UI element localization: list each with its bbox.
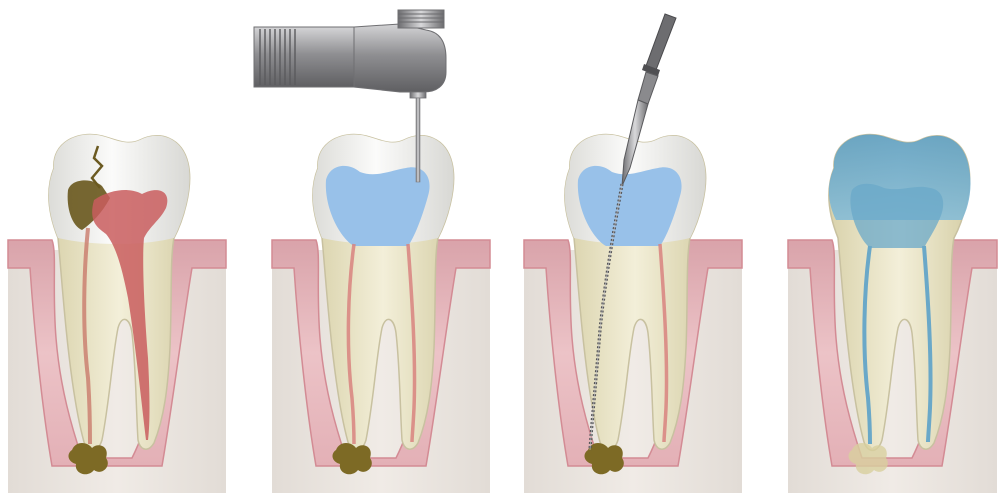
stage-pulp-removal bbox=[272, 135, 490, 493]
filled-pulp-chamber bbox=[850, 184, 943, 248]
stage-filled-tooth bbox=[788, 135, 997, 493]
stage-infected-tooth bbox=[8, 135, 226, 493]
stage-canal-cleaning bbox=[524, 135, 742, 493]
